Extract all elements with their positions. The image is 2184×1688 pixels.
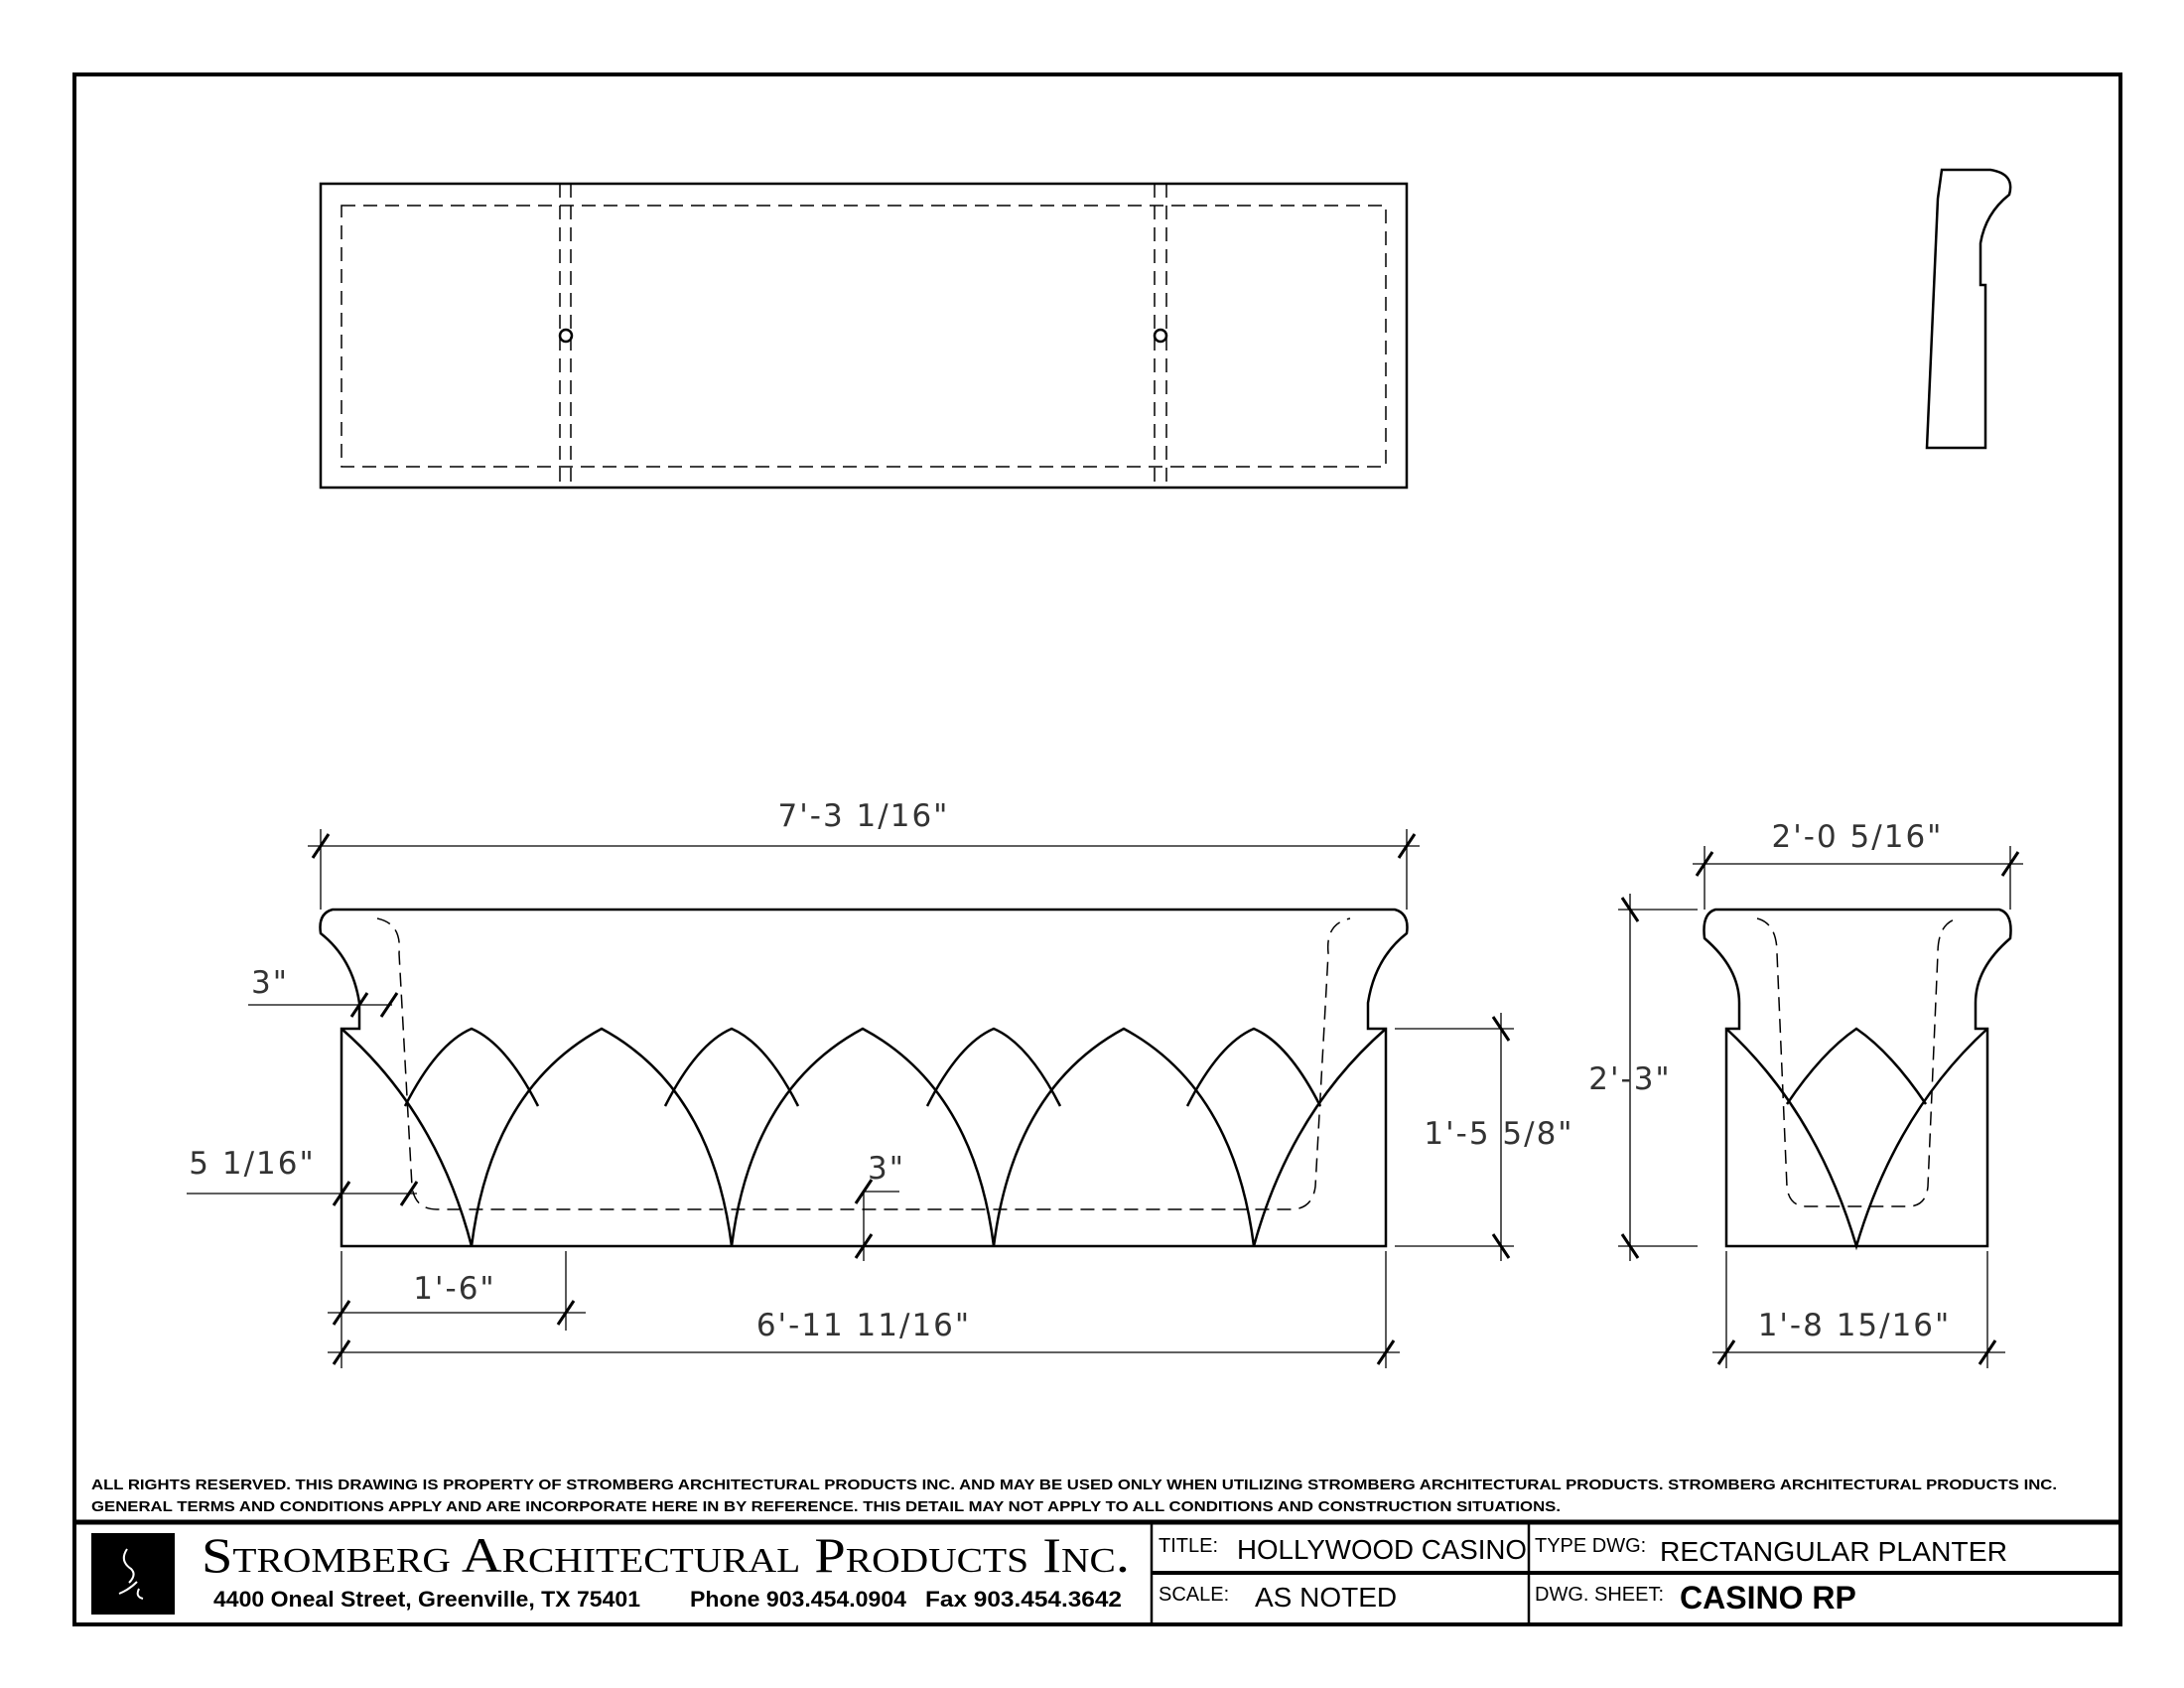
dim-wall-thickness: 5 1/16": [189, 1146, 315, 1182]
legal-note-line2: GENERAL TERMS AND CONDITIONS APPLY AND A…: [91, 1498, 1561, 1515]
dimension-lines: [187, 829, 2023, 1368]
title-value: HOLLYWOOD CASINO: [1237, 1534, 1527, 1565]
dim-drain-spacing: 1'-6": [413, 1271, 495, 1307]
arch-pattern: [341, 1027, 1387, 1247]
sheet-border: [72, 72, 2122, 1626]
scale-value: AS NOTED: [1255, 1582, 1397, 1613]
sheet-value: CASINO RP: [1680, 1580, 1856, 1616]
dim-overall-height: 2'-3": [1588, 1061, 1671, 1097]
legal-note-line1: ALL RIGHTS RESERVED. THIS DRAWING IS PRO…: [91, 1477, 2057, 1493]
dim-base-width: 6'-11 11/16": [756, 1308, 971, 1343]
title-block: Stromberg Architectural Products Inc. 44…: [74, 1519, 2120, 1624]
drain-hole: [558, 328, 574, 344]
type-label: TYPE DWG:: [1535, 1535, 1646, 1557]
drain-hole: [1153, 328, 1168, 344]
company-fax: Fax 903.454.3642: [925, 1587, 1122, 1612]
dim-side-top-width: 2'-0 5/16": [1772, 819, 1944, 855]
dim-floor-thickness: 3": [868, 1151, 905, 1187]
company-address: 4400 Oneal Street, Greenville, TX 75401: [213, 1587, 640, 1612]
type-value: RECTANGULAR PLANTER: [1660, 1536, 2007, 1567]
company-phone: Phone 903.454.0904: [690, 1587, 907, 1612]
scale-label: SCALE:: [1159, 1584, 1229, 1606]
sheet-label: DWG. SHEET:: [1535, 1584, 1664, 1606]
plan-view: [319, 182, 1409, 490]
dim-top-width: 7'-3 1/16": [778, 798, 950, 834]
dim-lip-offset: 3": [251, 965, 289, 1001]
dim-base-height: 1'-5 5/8": [1424, 1116, 1573, 1152]
side-elevation: [1703, 908, 2012, 1251]
company-name: Stromberg Architectural Products Inc.: [202, 1527, 1130, 1583]
title-label: TITLE:: [1159, 1535, 1218, 1557]
dim-side-base-width: 1'-8 15/16": [1758, 1308, 1952, 1343]
rim-profile: [1925, 168, 2012, 450]
